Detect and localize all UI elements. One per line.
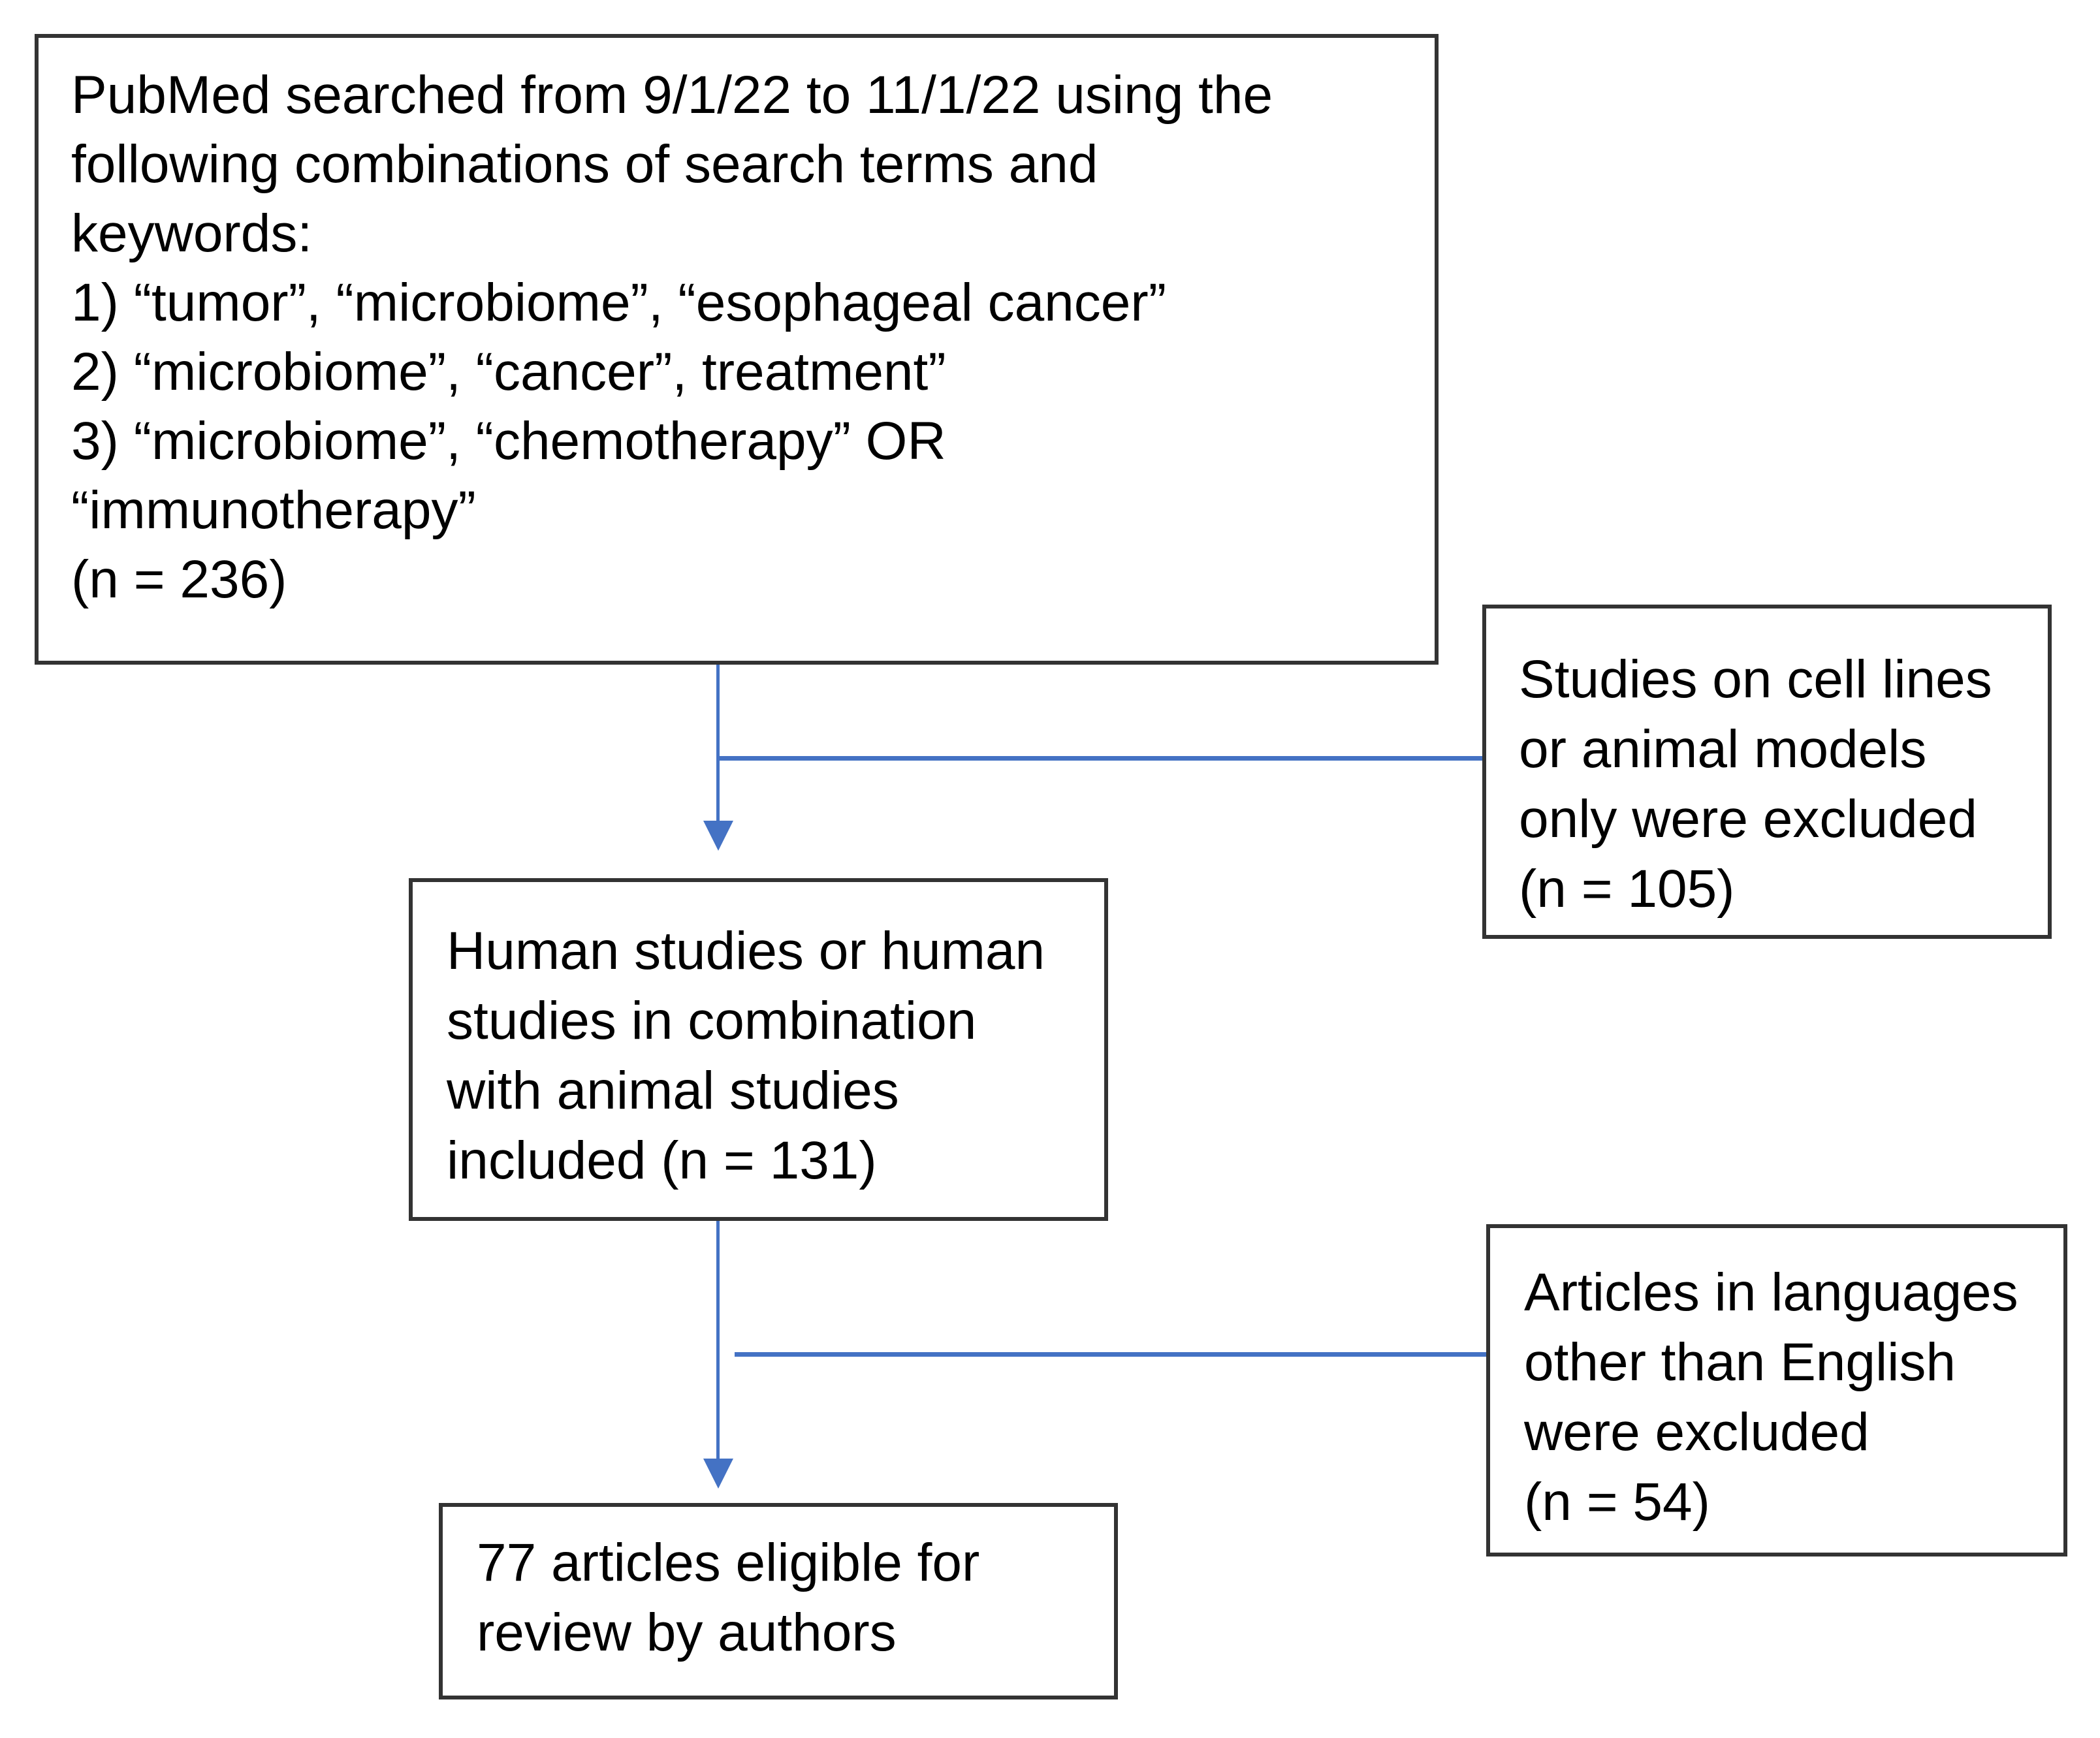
search-strategy-box: PubMed searched from 9/1/22 to 11/1/22 u… (35, 34, 1439, 665)
connector-search-to-human-line (716, 665, 720, 821)
eligible-articles-text: 77 articles eligible for review by autho… (477, 1533, 980, 1662)
human-studies-text: Human studies or human studies in combin… (447, 921, 1045, 1190)
excluded-language-box: Articles in languages other than English… (1486, 1224, 2067, 1556)
branch-to-cell-animal-exclusion-line (716, 756, 1482, 761)
connector-human-to-eligible-line (716, 1221, 720, 1459)
excluded-cell-animal-text: Studies on cell lines or animal models o… (1519, 650, 1992, 919)
search-strategy-text: PubMed searched from 9/1/22 to 11/1/22 u… (71, 65, 1273, 609)
down-arrowhead-icon (703, 1459, 733, 1489)
excluded-cell-animal-box: Studies on cell lines or animal models o… (1482, 605, 2052, 939)
down-arrowhead-icon (703, 821, 733, 851)
branch-to-language-exclusion-line (735, 1352, 1486, 1357)
human-studies-box: Human studies or human studies in combin… (409, 878, 1108, 1221)
eligible-articles-box: 77 articles eligible for review by autho… (439, 1503, 1118, 1699)
excluded-language-text: Articles in languages other than English… (1524, 1263, 2018, 1532)
